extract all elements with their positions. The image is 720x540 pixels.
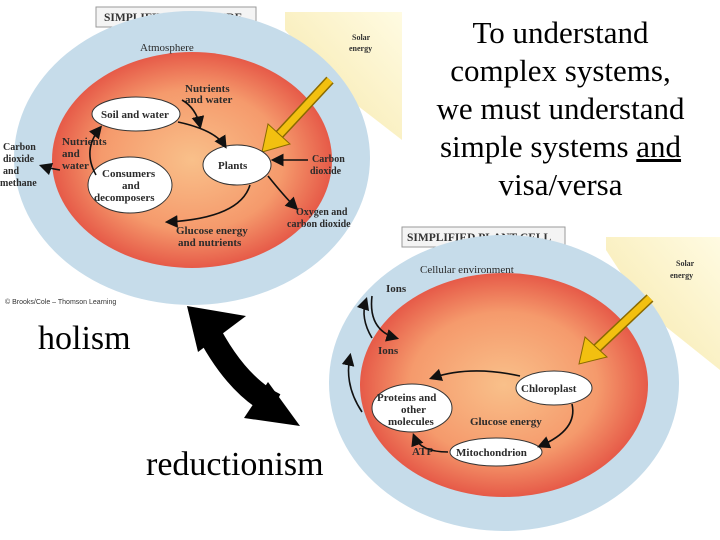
arrow-chloroplast-to-proteins	[428, 368, 521, 381]
arrow-proteins-out	[341, 352, 363, 413]
carbon-left-line3: and	[3, 166, 20, 177]
nutrients-top-line2: and water	[185, 94, 232, 106]
main-statement-line4-prefix: simple systems	[439, 129, 637, 164]
plant-cell-diagram: SIMPLIFIED PLANT CELL Solar energy Cellu…	[329, 226, 720, 531]
arrow-oxygen-out	[267, 175, 299, 211]
consumers-node	[87, 156, 173, 214]
copyright-credit: © Brooks/Cole – Thomson Learning	[5, 298, 116, 306]
chloroplast-label: Chloroplast	[521, 383, 577, 395]
glucose-label-line1: Glucose energy	[176, 225, 248, 237]
solar-label-line2: energy	[349, 44, 372, 53]
arrow-biosphere-carbon-out	[38, 162, 61, 176]
mitochondrion-node	[449, 437, 543, 467]
soil-and-water-node	[91, 96, 181, 132]
arrow-atp-to-proteins	[411, 433, 449, 453]
proteins-label-line1: Proteins and	[377, 392, 436, 404]
main-statement-and-underlined: and	[636, 129, 682, 164]
plant-cell-sunlight	[606, 237, 720, 370]
nutrients-top-line1: Nutrients	[185, 83, 230, 95]
cell-sphere	[360, 273, 648, 497]
main-statement-line3: we must understand	[436, 91, 685, 126]
cell-glucose-label: Glucose energy	[470, 416, 542, 428]
carbon-right-line2: dioxide	[310, 166, 342, 177]
solar-label-line1: Solar	[352, 33, 371, 42]
main-statement-line5: visa/versa	[498, 167, 623, 202]
proteins-label-line3: molecules	[388, 416, 435, 428]
mitochondrion-label: Mitochondrion	[456, 447, 527, 459]
main-statement-line1: To understand	[472, 15, 649, 50]
cell-solar-line2: energy	[670, 271, 693, 280]
glucose-label-line2: and nutrients	[178, 237, 242, 249]
arrow-ions-out	[356, 296, 373, 339]
biosphere-sunlight	[285, 12, 402, 140]
carbon-left-line1: Carbon	[3, 142, 36, 153]
carbon-right-line1: Carbon	[312, 154, 345, 165]
main-statement: To understand complex systems, we must u…	[408, 14, 713, 204]
cell-solar-line1: Solar	[676, 259, 695, 268]
arrow-chloroplast-to-mitochondrion	[537, 403, 574, 449]
arrow-ions-in	[370, 295, 400, 342]
oxygen-line2: carbon dioxide	[287, 219, 351, 230]
ions-inner-label: Ions	[378, 345, 399, 357]
arrow-consumers-to-soil	[88, 125, 103, 176]
oxygen-line1: Oxygen and	[296, 207, 348, 218]
nutrients-left-line2: and	[62, 148, 80, 160]
arrow-nutrients-to-soil	[181, 99, 205, 130]
ions-top-label: Ions	[386, 283, 407, 295]
holism-reductionism-arrow	[187, 306, 300, 426]
nutrients-left-line3: water	[62, 160, 89, 172]
cellular-environment-label: Cellular environment	[420, 264, 514, 276]
atp-label: ATP	[412, 446, 433, 458]
consumers-label-line1: Consumers	[102, 168, 156, 180]
carbon-left-line2: dioxide	[3, 154, 35, 165]
proteins-node	[371, 383, 453, 433]
atmosphere-label: Atmosphere	[140, 42, 194, 54]
plants-label: Plants	[218, 160, 248, 172]
consumers-label-line2: and	[122, 180, 140, 192]
nutrients-left-line1: Nutrients	[62, 136, 107, 148]
arrow-soil-to-plants	[177, 121, 227, 149]
holism-label: holism	[38, 320, 131, 357]
main-statement-line4: simple systems and	[408, 128, 713, 166]
reductionism-label: reductionism	[146, 446, 324, 483]
cell-sun-arrow	[578, 294, 654, 365]
main-statement-line2: complex systems,	[450, 53, 671, 88]
arrow-plants-to-consumers	[164, 184, 251, 228]
biosphere-diagram: SIMPLIFIED BIOSPHERE Solar energy Atmosp…	[0, 6, 402, 306]
carbon-left-line4: methane	[0, 178, 37, 189]
soil-and-water-label: Soil and water	[101, 109, 169, 121]
biosphere-sun-arrow	[261, 76, 334, 153]
consumers-label-line3: decomposers	[94, 192, 155, 204]
proteins-label-line2: other	[401, 404, 426, 416]
chloroplast-node	[515, 370, 593, 406]
